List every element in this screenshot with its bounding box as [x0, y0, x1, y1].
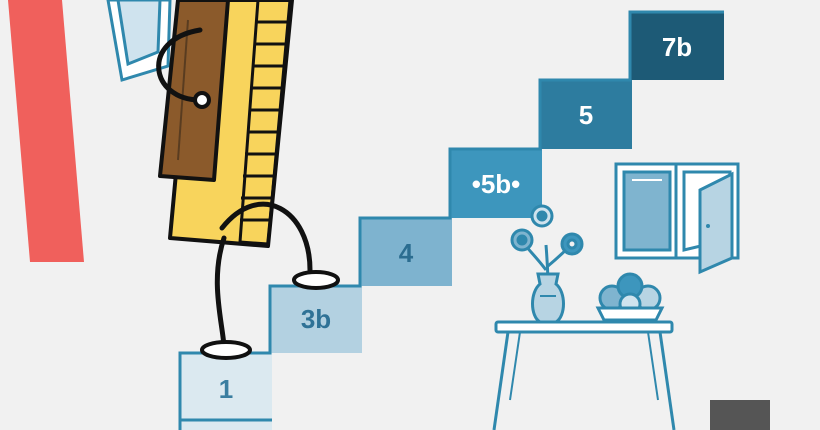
window-top-left-icon [106, 0, 172, 82]
step-5-label: 5 [579, 100, 593, 130]
dark-block [710, 400, 770, 430]
fruit-bowl-icon [595, 272, 665, 322]
window-icon [614, 162, 740, 275]
step-4-label: •5b• [472, 169, 521, 199]
step-2: 3b [270, 286, 362, 353]
harmonica-character-icon [156, 0, 340, 360]
step-1: 1 [180, 353, 272, 430]
side-table-icon [492, 320, 676, 430]
step-4: •5b• [450, 149, 542, 218]
red-stripe [8, 0, 84, 262]
staircase: 1 3b 4 •5b• 5 7b [178, 10, 724, 430]
step-2-label: 3b [301, 304, 331, 334]
staircase-outline [178, 10, 724, 430]
step-3: 4 [360, 218, 452, 286]
step-1-label: 1 [219, 374, 233, 404]
step-6: 7b [630, 12, 724, 80]
step-5: 5 [540, 80, 632, 149]
step-3-label: 4 [399, 238, 414, 268]
vase-with-flowers-icon [510, 204, 584, 324]
step-6-label: 7b [662, 32, 692, 62]
